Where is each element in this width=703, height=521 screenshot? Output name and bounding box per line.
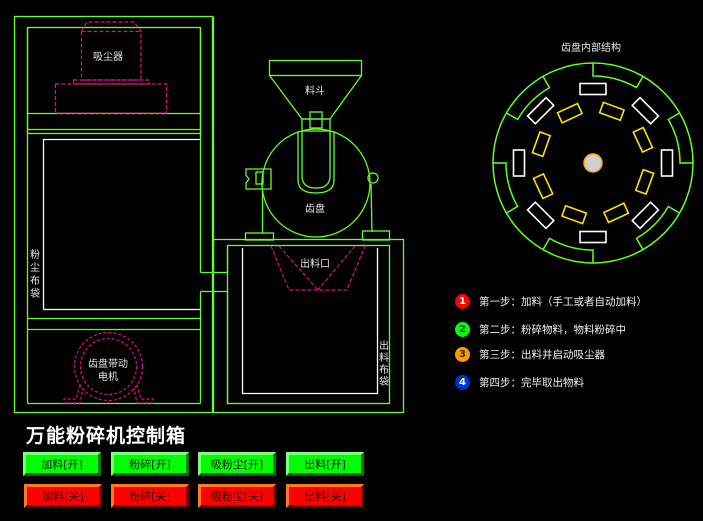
hopper-rim xyxy=(268,59,363,77)
step-1: 1 第一步：加料（手工或者自动加料） xyxy=(455,294,647,309)
yellow-blade xyxy=(556,102,584,124)
discharge-on-button[interactable]: 出料[开] xyxy=(286,452,364,476)
step-2: 2 第二步：粉碎物料，物料粉碎中 xyxy=(455,322,626,337)
yellow-blade xyxy=(531,130,552,158)
white-blade xyxy=(660,149,674,177)
gear-tooth-notch xyxy=(667,112,693,164)
gear-disc-housing xyxy=(261,128,371,238)
dust-bag-outline xyxy=(42,138,200,310)
white-blade xyxy=(631,96,660,125)
yellow-blade xyxy=(634,168,655,196)
gear-structure xyxy=(492,62,694,264)
white-blade xyxy=(526,96,555,125)
dust-bag-label-char: 粉 xyxy=(30,248,40,261)
step-text: 第三步：出料并启动吸尘器 xyxy=(479,349,605,361)
gear-structure-title: 齿盘内部结构 xyxy=(561,41,621,54)
yellow-blade xyxy=(560,204,588,225)
step-number-badge: 4 xyxy=(455,375,470,390)
left-cabinet xyxy=(13,15,229,414)
dust-bag-label-char: 布 xyxy=(30,275,40,287)
dust-collector xyxy=(54,21,168,114)
yellow-blade xyxy=(532,172,554,200)
dust-suction-on-button[interactable]: 吸粉尘[开] xyxy=(198,452,276,476)
feed-chute-outer xyxy=(297,131,335,194)
white-blade xyxy=(512,149,526,177)
motor-outer xyxy=(73,331,144,402)
feed-port xyxy=(309,111,323,129)
side-knob xyxy=(367,172,379,184)
output-bag-label-char: 出 xyxy=(379,339,389,352)
white-blade xyxy=(579,82,607,96)
gear-hub xyxy=(583,153,603,173)
step-text: 第一步：加料（手工或者自动加料） xyxy=(479,296,647,308)
dust-collector-label: 吸尘器 xyxy=(93,51,123,63)
yellow-blade xyxy=(602,202,630,224)
motor xyxy=(63,331,154,404)
grinder xyxy=(212,59,405,414)
gear-tooth-notch xyxy=(493,162,519,214)
step-number-badge: 3 xyxy=(455,347,470,362)
dust-bag-label-char: 尘 xyxy=(30,262,40,274)
hopper-neck xyxy=(301,118,331,132)
step-text: 第二步：粉碎物料，物料粉碎中 xyxy=(479,324,626,336)
white-blade xyxy=(631,201,660,230)
output-cabinet-outer xyxy=(212,238,405,414)
output-bag-outline xyxy=(241,248,379,395)
gear-tooth-notch xyxy=(592,63,644,89)
control-panel-title: 万能粉碎机控制箱 xyxy=(26,425,187,447)
white-blade xyxy=(579,230,607,244)
gear-tooth-notch xyxy=(506,76,551,121)
output-bag-label-char: 料 xyxy=(379,351,389,364)
feed-chute-inner xyxy=(301,131,331,189)
feed-off-button[interactable]: 加料[关] xyxy=(24,484,102,508)
output-bag-label-char: 袋 xyxy=(379,375,389,388)
output-bag-label-char: 布 xyxy=(379,364,389,376)
dust-bag-label-char: 袋 xyxy=(30,287,40,300)
step-number-badge: 1 xyxy=(455,294,470,309)
gear-disc-label: 齿盘 xyxy=(305,202,325,215)
crush-on-button[interactable]: 粉碎[开] xyxy=(111,452,189,476)
discharge-off-button[interactable]: 出料[关] xyxy=(286,484,364,508)
motor-label-line2: 电机 xyxy=(98,370,118,383)
right-foot xyxy=(361,230,391,241)
white-blade xyxy=(526,201,555,230)
step-number-badge: 2 xyxy=(455,322,470,337)
side-port-inner xyxy=(255,171,264,185)
yellow-blade xyxy=(632,126,654,154)
motor-label-line1: 齿盘带动 xyxy=(88,357,128,370)
dust-collector-base xyxy=(54,83,168,114)
step-4: 4 第四步：完毕取出物料 xyxy=(455,375,584,390)
dust-collector-body xyxy=(80,21,142,81)
yellow-blade xyxy=(598,101,626,122)
dust-suction-off-button[interactable]: 吸粉尘[关] xyxy=(198,484,276,508)
output-cabinet-inner xyxy=(226,244,391,405)
step-3: 3 第三步：出料并启动吸尘器 xyxy=(455,347,605,362)
hopper-label: 料斗 xyxy=(305,84,325,97)
gear-tooth-notch xyxy=(635,205,680,250)
outlet-funnel xyxy=(270,245,366,291)
side-port xyxy=(245,168,272,190)
feed-on-button[interactable]: 加料[开] xyxy=(23,452,101,476)
outlet-label: 出料口 xyxy=(300,257,330,270)
motor-inner xyxy=(79,337,138,396)
crush-off-button[interactable]: 粉碎[关] xyxy=(111,484,189,508)
step-text: 第四步：完毕取出物料 xyxy=(479,377,584,389)
cabinet-outer-frame xyxy=(13,15,214,414)
gear-tooth-notch xyxy=(542,237,594,263)
